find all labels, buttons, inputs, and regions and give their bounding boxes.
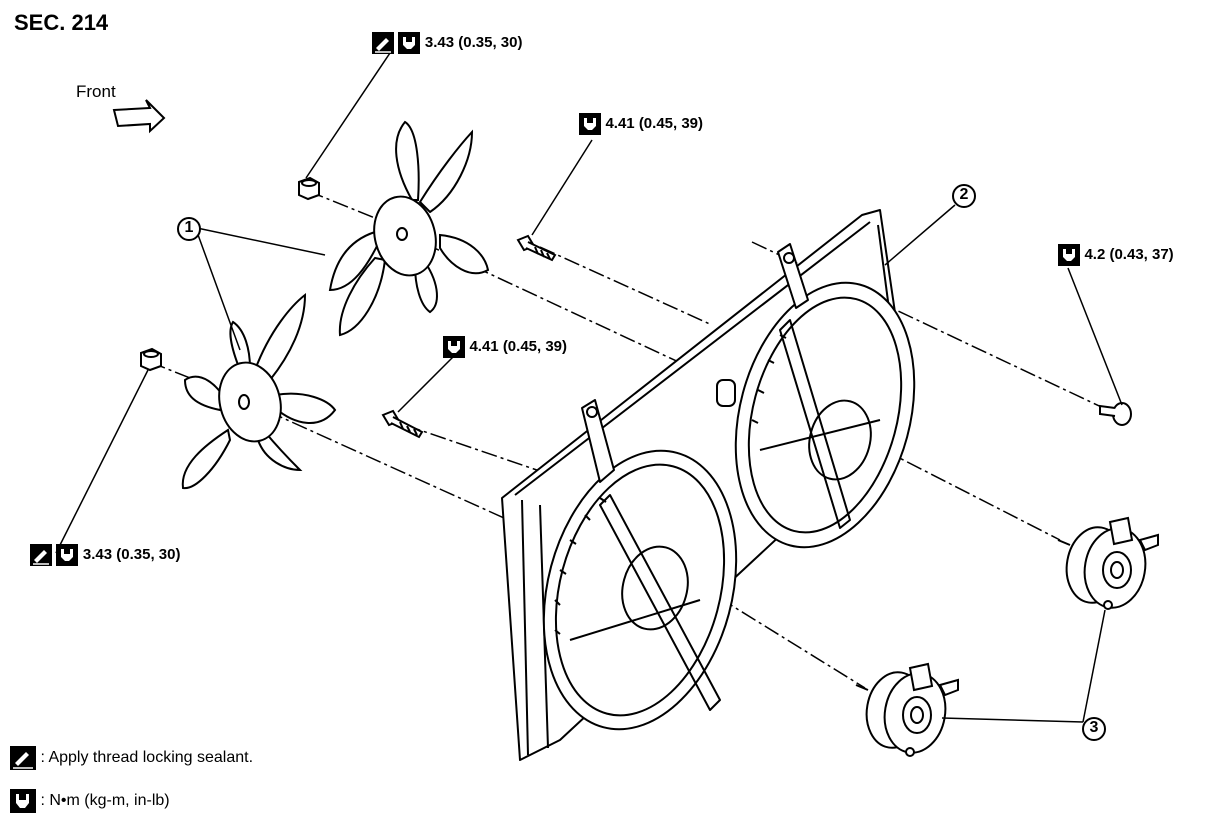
torque-spec-right-bolt: 4.2 (0.43, 37) [1058, 244, 1174, 266]
callout-2-number: 2 [959, 186, 969, 203]
callout-3-number: 3 [1089, 719, 1099, 736]
torque-wrench-icon [56, 544, 79, 566]
torque-value: 3.43 (0.35, 30) [82, 546, 181, 564]
callout-3: 3 [1081, 716, 1107, 747]
torque-value: 4.41 (0.45, 39) [469, 338, 568, 356]
upper-fan-blade [328, 120, 490, 337]
torque-value: 3.43 (0.35, 30) [424, 34, 523, 52]
torque-spec-lower-nut: 3.43 (0.35, 30) [30, 544, 180, 566]
sealant-icon [30, 544, 52, 566]
sealant-icon [10, 746, 36, 770]
legend-torque-text: : N•m (kg-m, in-lb) [40, 792, 170, 810]
right-fan-motor [1057, 516, 1159, 610]
right-shroud-bolt [1099, 402, 1132, 426]
legend-sealant: : Apply thread locking sealant. [10, 746, 253, 770]
upper-shroud-bolt [516, 234, 557, 262]
torque-value: 4.41 (0.45, 39) [605, 115, 704, 133]
middle-shroud-bolt [381, 409, 424, 439]
torque-wrench-icon [398, 32, 421, 54]
legend-torque: : N•m (kg-m, in-lb) [10, 789, 170, 813]
front-label: Front [76, 82, 116, 101]
callout-leaders [55, 49, 1123, 723]
torque-spec-upper-nut: 3.43 (0.35, 30) [372, 32, 522, 54]
callout-1-number: 1 [184, 219, 194, 236]
torque-wrench-icon [579, 113, 601, 135]
callout-2: 2 [951, 183, 977, 214]
torque-spec-middle-bolt: 4.41 (0.45, 39) [443, 336, 567, 358]
torque-wrench-icon [443, 336, 465, 358]
section-title: SEC. 214 [14, 10, 109, 35]
fan-shroud [501, 209, 916, 761]
upper-fan-nut [298, 176, 320, 201]
torque-value: 4.2 (0.43, 37) [1084, 246, 1174, 264]
lower-fan-blade [181, 292, 337, 490]
left-fan-motor [855, 662, 959, 757]
callout-1: 1 [176, 216, 202, 247]
torque-wrench-icon [1058, 244, 1080, 266]
torque-spec-upper-bolt: 4.41 (0.45, 39) [579, 113, 703, 135]
front-arrow-icon [112, 99, 166, 134]
legend-sealant-text: : Apply thread locking sealant. [40, 749, 254, 767]
lower-fan-nut [140, 347, 162, 372]
torque-wrench-icon [10, 789, 36, 813]
sealant-icon [372, 32, 394, 54]
